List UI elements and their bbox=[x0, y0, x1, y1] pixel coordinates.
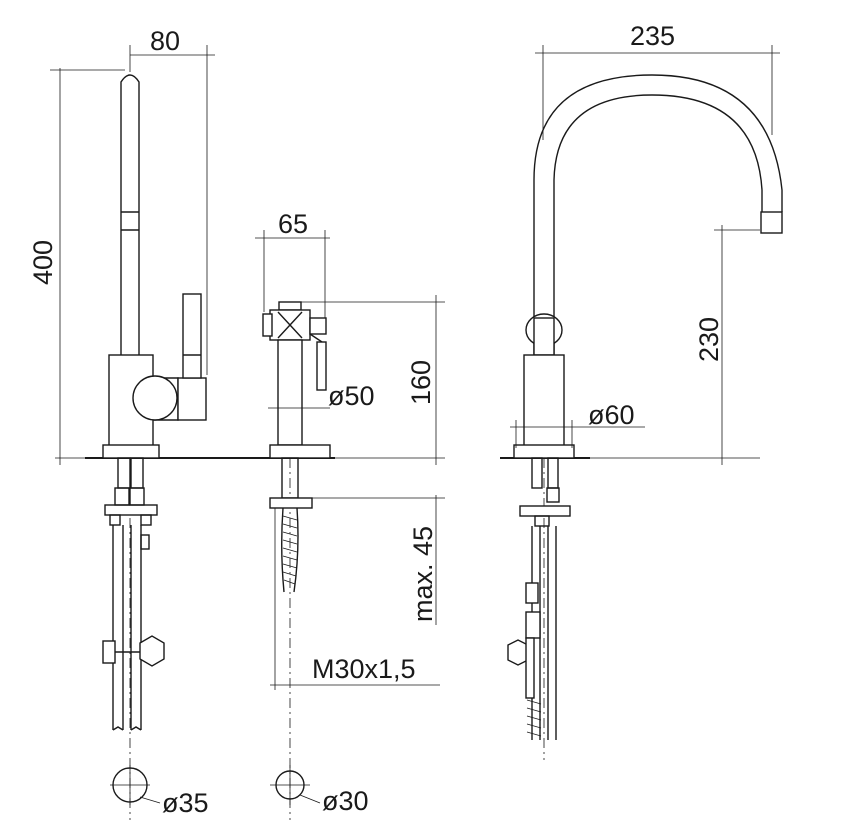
dim-max45: max. 45 bbox=[408, 526, 438, 622]
dim-m30: M30x1,5 bbox=[312, 654, 416, 684]
dim-400: 400 bbox=[28, 240, 58, 285]
hand-spray bbox=[262, 301, 331, 820]
dim-65: 65 bbox=[278, 209, 308, 239]
dim-80: 80 bbox=[150, 26, 180, 56]
dimension-lines bbox=[50, 45, 780, 690]
dim-d50: ø50 bbox=[328, 381, 375, 411]
dim-d60: ø60 bbox=[588, 400, 635, 430]
dim-160: 160 bbox=[406, 360, 436, 405]
dim-d30: ø30 bbox=[322, 786, 369, 816]
dim-230: 230 bbox=[694, 317, 724, 362]
mixer-front-view bbox=[507, 74, 783, 760]
dim-d35: ø35 bbox=[162, 788, 209, 818]
mixer-side-view bbox=[102, 74, 207, 820]
dim-235: 235 bbox=[630, 21, 675, 51]
